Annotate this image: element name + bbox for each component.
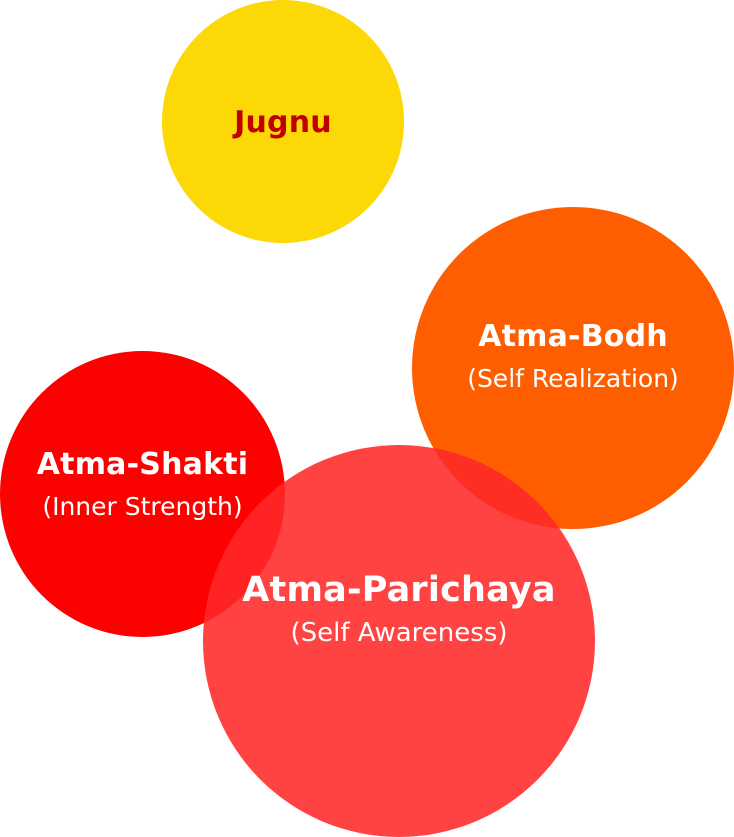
circle-title: Atma-Parichaya <box>242 569 556 610</box>
circle-atma-parichaya: Atma-Parichaya (Self Awareness) <box>203 445 595 837</box>
circle-subtitle: (Self Awareness) <box>290 617 508 648</box>
circle-jugnu: Jugnu <box>162 0 404 243</box>
circle-title: Atma-Bodh <box>478 318 668 354</box>
circle-subtitle: (Inner Strength) <box>42 492 243 521</box>
circle-title: Jugnu <box>234 105 332 140</box>
circle-subtitle: (Self Realization) <box>467 363 679 393</box>
circle-title: Atma-Shakti <box>36 447 249 482</box>
